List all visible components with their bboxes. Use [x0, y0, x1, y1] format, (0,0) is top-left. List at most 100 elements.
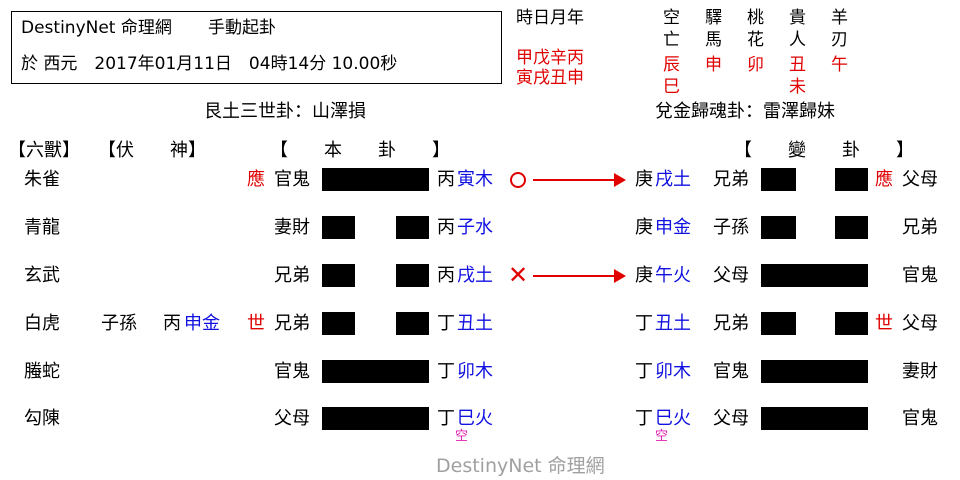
- changed-stem: 丁: [635, 361, 653, 382]
- changed-branch: 巳火: [655, 408, 691, 429]
- changed-right-relative: 官鬼: [902, 265, 938, 286]
- original-gua-name: 艮土三世卦：山澤損: [204, 101, 366, 122]
- changed-yin-line-left: [761, 216, 796, 239]
- stem: 丙: [437, 169, 455, 190]
- changed-yin-line-right: [835, 312, 868, 335]
- yin-line-right: [396, 216, 429, 239]
- world-response-mark: 世: [247, 313, 265, 334]
- changed-stem: 庚: [635, 265, 653, 286]
- change-arrow-icon: [533, 269, 626, 283]
- branch: 寅木: [457, 169, 493, 190]
- changed-yang-line: [761, 264, 868, 287]
- changed-branch: 丑土: [655, 313, 691, 334]
- yin-line-left: [322, 216, 355, 239]
- changed-branch: 戌土: [655, 169, 691, 190]
- change-arrow-icon: [533, 173, 626, 187]
- fushen-branch: 申金: [184, 313, 220, 334]
- shensha-name-char: 貴: [789, 8, 806, 28]
- changed-yin-line-right: [835, 168, 868, 191]
- changed-stem: 丁: [635, 313, 653, 334]
- shensha-value-char: 卯: [747, 55, 764, 75]
- beast-label: 玄武: [24, 265, 60, 286]
- ganzhi-top: 甲戊辛丙: [516, 48, 584, 68]
- changed-yin-line-right: [835, 216, 868, 239]
- changed-yang-line: [761, 407, 868, 430]
- changed-yang-line: [761, 360, 868, 383]
- fushen-stem: 丙: [163, 313, 181, 334]
- beast-label: 白虎: [24, 313, 60, 334]
- shensha-name-char: 亡: [663, 30, 680, 50]
- changed-yin-line-left: [761, 312, 796, 335]
- shensha-name-char: 人: [789, 30, 806, 50]
- shensha-value-char: 巳: [663, 77, 680, 97]
- shensha-value-char: 申: [705, 55, 722, 75]
- changed-right-relative: 官鬼: [902, 408, 938, 429]
- changed-world-response-mark: 世: [875, 313, 893, 334]
- changed-relative: 官鬼: [713, 361, 749, 382]
- shensha-name-char: 桃: [747, 8, 764, 28]
- changed-branch: 申金: [655, 217, 691, 238]
- beast-label: 勾陳: [24, 408, 60, 429]
- shensha-name-char: 羊: [831, 8, 848, 28]
- shensha-name-char: 馬: [705, 30, 722, 50]
- changed-gua-name: 兌金歸魂卦：雷澤歸妹: [655, 101, 835, 122]
- changed-relative: 兄弟: [713, 169, 749, 190]
- changed-branch: 卯木: [655, 361, 691, 382]
- changed-world-response-mark: 應: [875, 169, 893, 190]
- changed-relative: 父母: [713, 408, 749, 429]
- ganzhi-bottom: 寅戌丑申: [516, 68, 584, 88]
- empty-mark: 空: [455, 429, 469, 444]
- changed-relative: 父母: [713, 265, 749, 286]
- yang-line: [322, 407, 429, 430]
- six-relative: 官鬼: [274, 361, 310, 382]
- world-response-mark: 應: [247, 169, 265, 190]
- shensha-name-char: 刃: [831, 30, 848, 50]
- shensha-name-char: 空: [663, 8, 680, 28]
- header-liushou: 【六獸】: [8, 140, 80, 161]
- six-relative: 官鬼: [274, 169, 310, 190]
- stem: 丙: [437, 217, 455, 238]
- branch: 戌土: [457, 265, 493, 286]
- shensha-value-char: 午: [831, 55, 848, 75]
- changed-empty-mark: 空: [655, 429, 669, 444]
- fushen-relative: 子孫: [101, 313, 137, 334]
- yin-line-left: [322, 312, 355, 335]
- changed-branch: 午火: [655, 265, 691, 286]
- shensha-name-char: 驛: [705, 8, 722, 28]
- beast-label: 朱雀: [24, 169, 60, 190]
- yang-line: [322, 168, 429, 191]
- header-biangua: 【 變 卦 】: [734, 140, 914, 161]
- app-name: DestinyNet 命理網: [21, 18, 172, 38]
- yin-line-right: [396, 312, 429, 335]
- changed-relative: 子孫: [713, 217, 749, 238]
- shensha-value-char: 未: [789, 77, 806, 97]
- yin-line-right: [396, 264, 429, 287]
- branch: 巳火: [457, 408, 493, 429]
- branch: 卯木: [457, 361, 493, 382]
- branch: 子水: [457, 217, 493, 238]
- branch: 丑土: [457, 313, 493, 334]
- mode-label: 手動起卦: [208, 18, 276, 38]
- yang-line: [322, 360, 429, 383]
- changed-right-relative: 父母: [902, 313, 938, 334]
- stem: 丙: [437, 265, 455, 286]
- changed-stem: 庚: [635, 169, 653, 190]
- shensha-name-char: 花: [747, 30, 764, 50]
- beast-label: 青龍: [24, 217, 60, 238]
- changed-yin-line-left: [761, 168, 796, 191]
- yin-line-left: [322, 264, 355, 287]
- header-bengua: 【 本 卦 】: [270, 140, 450, 161]
- header-fushen: 【伏 神】: [98, 140, 206, 161]
- changed-right-relative: 兄弟: [902, 217, 938, 238]
- stem: 丁: [437, 408, 455, 429]
- changed-relative: 兄弟: [713, 313, 749, 334]
- stem: 丁: [437, 361, 455, 382]
- six-relative: 父母: [274, 408, 310, 429]
- time-label: 時日月年: [516, 8, 584, 28]
- changed-right-relative: 妻財: [902, 361, 938, 382]
- six-relative: 兄弟: [274, 313, 310, 334]
- shensha-value-char: 辰: [663, 55, 680, 75]
- moving-yin-cross-icon: ✕: [508, 261, 529, 289]
- six-relative: 兄弟: [274, 265, 310, 286]
- shensha-value-char: 丑: [789, 55, 806, 75]
